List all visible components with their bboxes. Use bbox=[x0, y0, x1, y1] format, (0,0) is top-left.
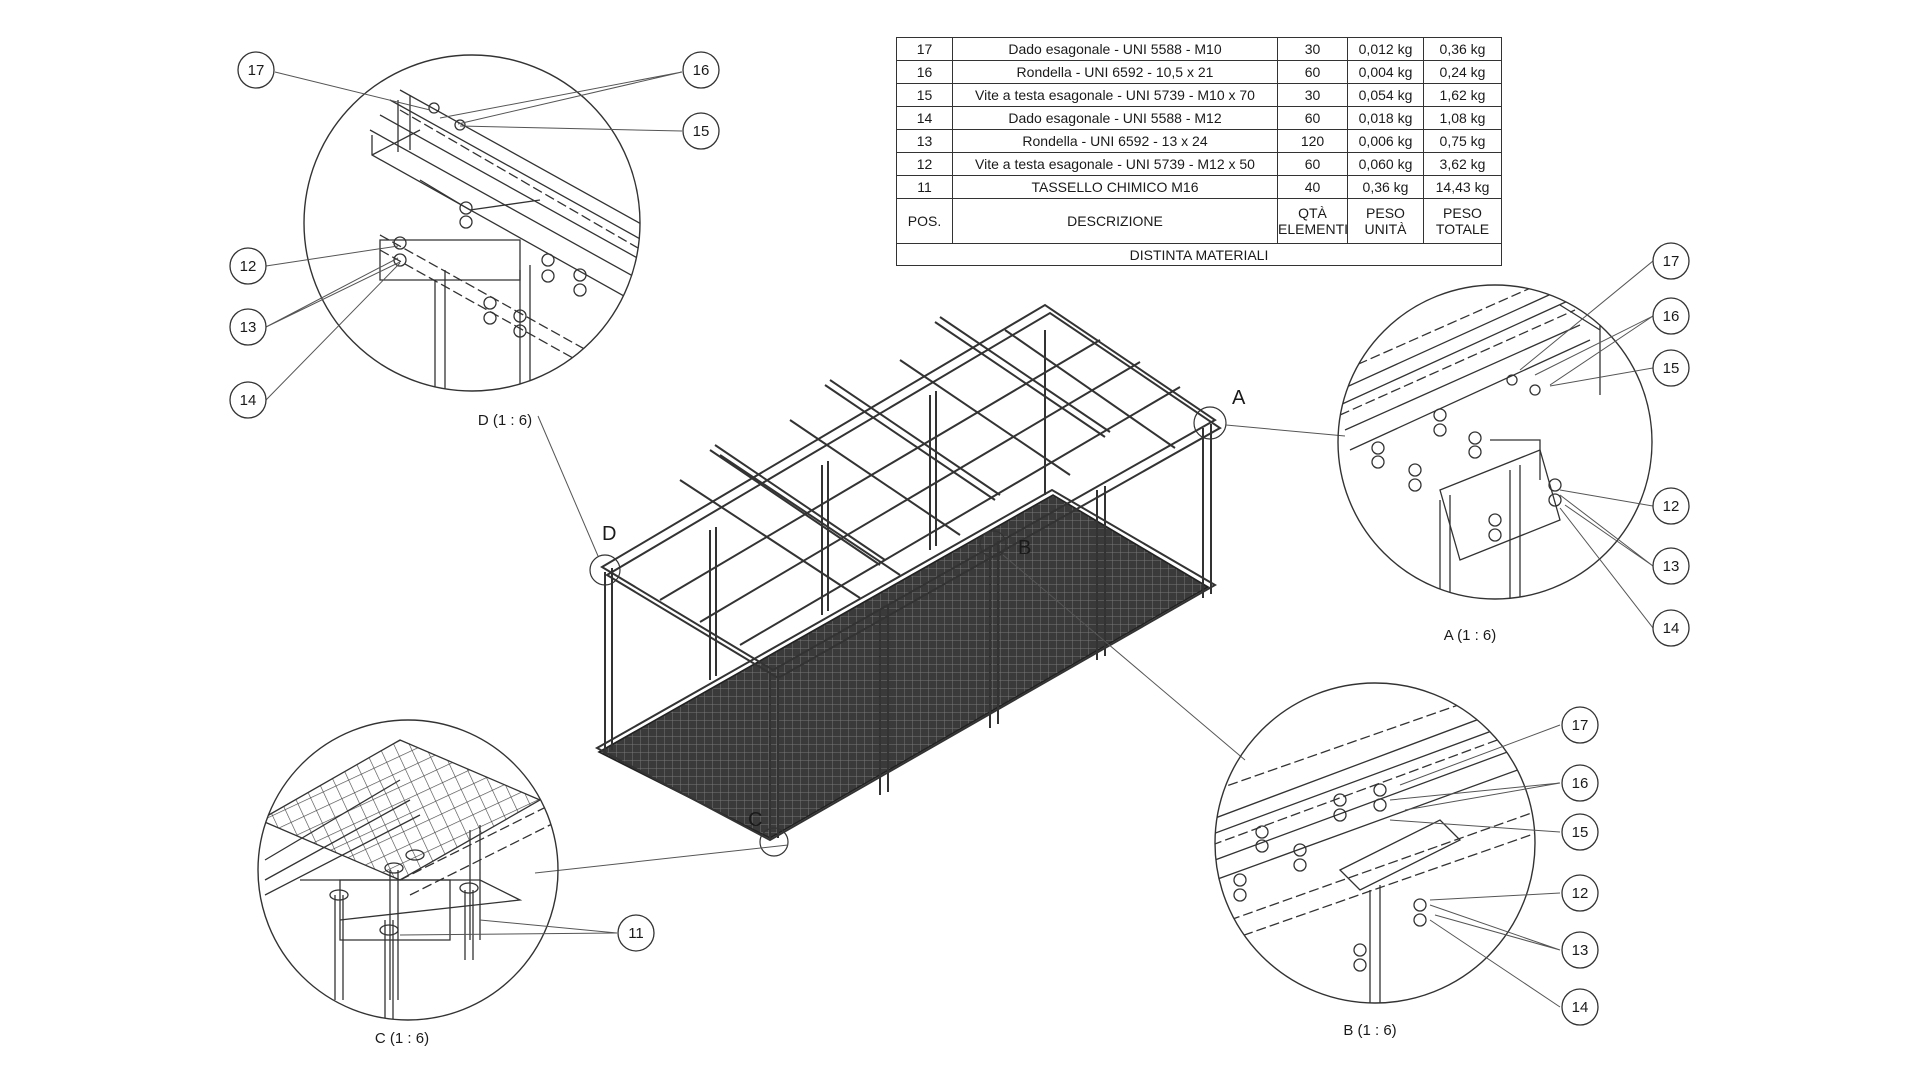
balloon-d-17: 17 bbox=[248, 62, 265, 79]
balloon-d-14: 14 bbox=[240, 392, 257, 409]
balloons-b bbox=[1561, 706, 1599, 1026]
bom-header-desc: DESCRIZIONE bbox=[952, 198, 1278, 244]
bom-cell-total: 14,43 kg bbox=[1423, 175, 1502, 199]
marker-c: C bbox=[748, 809, 762, 831]
detail-leaders bbox=[534, 415, 1346, 874]
bom-cell-unit: 0,054 kg bbox=[1347, 83, 1424, 107]
bom-header-qty: QTÀ ELEMENTI bbox=[1277, 198, 1348, 244]
bom-title: DISTINTA MATERIALI bbox=[896, 243, 1502, 266]
bom-cell-desc: TASSELLO CHIMICO M16 bbox=[952, 175, 1278, 199]
detail-d: 17 16 15 12 13 14 D (1 : 6) bbox=[229, 51, 720, 429]
bom-cell-desc: Rondella - UNI 6592 - 13 x 24 bbox=[952, 129, 1278, 153]
bom-cell-total: 0,75 kg bbox=[1423, 129, 1502, 153]
balloon-d-16: 16 bbox=[693, 62, 710, 79]
bom-cell-total: 1,62 kg bbox=[1423, 83, 1502, 107]
balloon-b-17: 17 bbox=[1572, 717, 1589, 734]
detail-a: 17 16 15 12 13 14 A (1 : 6) bbox=[1337, 242, 1690, 647]
bom-cell-unit: 0,004 kg bbox=[1347, 60, 1424, 84]
bom-cell-desc: Vite a testa esagonale - UNI 5739 - M12 … bbox=[952, 152, 1278, 176]
balloon-a-14: 14 bbox=[1663, 620, 1680, 637]
bom-cell-qty: 30 bbox=[1277, 37, 1348, 61]
bom-cell-desc: Dado esagonale - UNI 5588 - M12 bbox=[952, 106, 1278, 130]
bom-cell-desc: Rondella - UNI 6592 - 10,5 x 21 bbox=[952, 60, 1278, 84]
bom-cell-total: 0,24 kg bbox=[1423, 60, 1502, 84]
balloon-a-12: 12 bbox=[1663, 498, 1680, 515]
bom-cell-qty: 40 bbox=[1277, 175, 1348, 199]
bom-header-pos: POS. bbox=[896, 198, 953, 244]
bom-header-total: PESO TOTALE bbox=[1423, 198, 1502, 244]
columns bbox=[604, 330, 1212, 840]
marker-d: D bbox=[602, 523, 616, 545]
roof-frame bbox=[600, 303, 1222, 680]
balloons-a bbox=[1652, 242, 1690, 647]
detail-markers bbox=[589, 406, 1227, 857]
bom-cell-total: 0,36 kg bbox=[1423, 37, 1502, 61]
marker-b: B bbox=[1018, 537, 1031, 559]
balloons-d bbox=[229, 51, 720, 419]
balloon-a-17: 17 bbox=[1663, 253, 1680, 270]
bom-cell-pos: 16 bbox=[896, 60, 953, 84]
bom-cell-unit: 0,006 kg bbox=[1347, 129, 1424, 153]
balloon-b-15: 15 bbox=[1572, 824, 1589, 841]
balloon-b-13: 13 bbox=[1572, 942, 1589, 959]
bom-header-unit: PESO UNITÀ bbox=[1347, 198, 1424, 244]
caption-b: B (1 : 6) bbox=[1343, 1022, 1396, 1039]
marker-labels: A B C D bbox=[602, 387, 1246, 831]
balloon-a-16: 16 bbox=[1663, 308, 1680, 325]
balloon-c-11: 11 bbox=[628, 925, 644, 942]
bom-cell-pos: 15 bbox=[896, 83, 953, 107]
detail-c: 11 C (1 : 6) bbox=[257, 719, 655, 1047]
bom-cell-qty: 60 bbox=[1277, 60, 1348, 84]
marker-a: A bbox=[1232, 387, 1246, 409]
bom-cell-unit: 0,060 kg bbox=[1347, 152, 1424, 176]
balloon-b-16: 16 bbox=[1572, 775, 1589, 792]
caption-c: C (1 : 6) bbox=[375, 1030, 429, 1047]
balloon-b-12: 12 bbox=[1572, 885, 1589, 902]
caption-d: D (1 : 6) bbox=[478, 412, 532, 429]
bom-cell-desc: Dado esagonale - UNI 5588 - M10 bbox=[952, 37, 1278, 61]
balloon-a-15: 15 bbox=[1663, 360, 1680, 377]
floor-grating bbox=[597, 494, 1210, 839]
bom-cell-unit: 0,018 kg bbox=[1347, 106, 1424, 130]
bom-cell-pos: 11 bbox=[896, 175, 953, 199]
main-isometric-view bbox=[534, 303, 1346, 874]
bom-cell-pos: 13 bbox=[896, 129, 953, 153]
bom-cell-desc: Vite a testa esagonale - UNI 5739 - M10 … bbox=[952, 83, 1278, 107]
balloon-d-13: 13 bbox=[240, 319, 257, 336]
balloon-d-15: 15 bbox=[693, 123, 710, 140]
bom-cell-qty: 30 bbox=[1277, 83, 1348, 107]
bom-cell-qty: 60 bbox=[1277, 106, 1348, 130]
bom-cell-total: 3,62 kg bbox=[1423, 152, 1502, 176]
bom-cell-qty: 120 bbox=[1277, 129, 1348, 153]
bom-cell-total: 1,08 kg bbox=[1423, 106, 1502, 130]
balloon-b-14: 14 bbox=[1572, 999, 1589, 1016]
balloon-d-12: 12 bbox=[240, 258, 257, 275]
caption-a: A (1 : 6) bbox=[1444, 627, 1497, 644]
detail-b: 17 16 15 12 13 14 B (1 : 6) bbox=[1214, 682, 1599, 1039]
bom-cell-pos: 12 bbox=[896, 152, 953, 176]
bom-cell-qty: 60 bbox=[1277, 152, 1348, 176]
bom-cell-pos: 14 bbox=[896, 106, 953, 130]
bom-cell-pos: 17 bbox=[896, 37, 953, 61]
bom-title-row: DISTINTA MATERIALI bbox=[896, 243, 1502, 266]
bom-cell-unit: 0,36 kg bbox=[1347, 175, 1424, 199]
balloons-c bbox=[617, 914, 655, 952]
balloon-a-13: 13 bbox=[1663, 558, 1680, 575]
bom-cell-unit: 0,012 kg bbox=[1347, 37, 1424, 61]
